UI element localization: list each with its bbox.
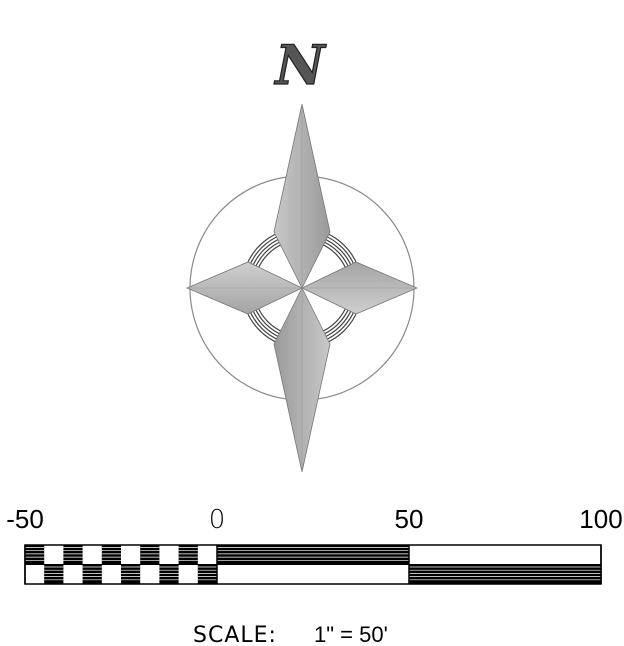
scale-cell-top xyxy=(140,545,160,565)
scale-cell-top xyxy=(101,545,121,565)
scale-tick-labels: -50 0 50 100 xyxy=(6,504,622,535)
tick-label-50: 50 xyxy=(395,504,424,534)
tick-label-100: 100 xyxy=(579,504,622,534)
scale-bar xyxy=(24,544,602,585)
scale-cell-bottom xyxy=(44,564,64,584)
scale-cell-top xyxy=(178,545,198,565)
tick-label-neg50: -50 xyxy=(6,504,44,534)
scale-caption-label: SCALE: xyxy=(193,623,277,646)
scale-cell-bottom xyxy=(159,564,179,584)
scale-segment-50-100 xyxy=(409,564,601,584)
scale-cell-top xyxy=(25,545,45,565)
scale-cell-top xyxy=(63,545,83,565)
scale-cell-bottom xyxy=(197,564,217,584)
north-letter: N xyxy=(273,33,327,97)
scale-cell-bottom xyxy=(121,564,141,584)
compass-rose xyxy=(185,103,419,473)
scale-caption-value: 1" = 50' xyxy=(314,622,388,646)
scale-segment-0-50 xyxy=(217,545,409,565)
scale-bar-cells xyxy=(24,545,602,584)
scale-cell-bottom xyxy=(82,564,102,584)
tick-label-0: 0 xyxy=(209,505,226,535)
